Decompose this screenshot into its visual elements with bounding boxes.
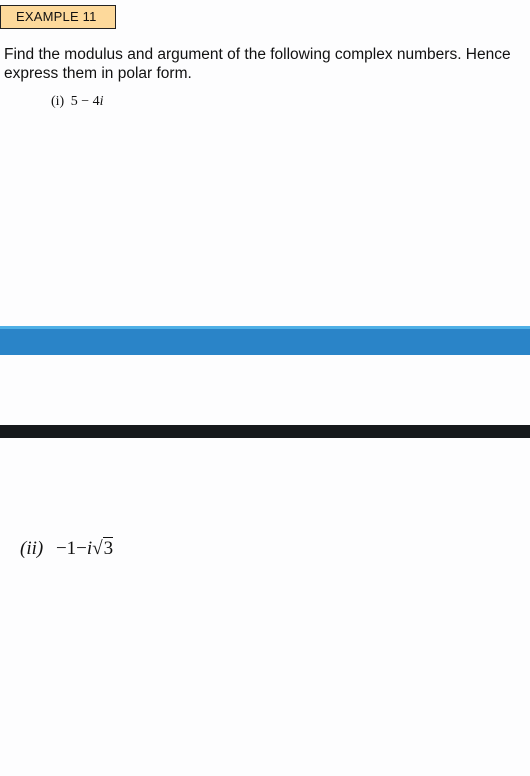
part-ii-expression: −1−i√3 — [55, 537, 114, 560]
radicand: 3 — [102, 537, 114, 559]
part-i-expression: 5 − 4i — [71, 94, 104, 109]
part-ii-real: −1− — [55, 538, 87, 559]
part-i: (i) 5 − 4i — [51, 94, 104, 110]
part-i-coefficient: 4 — [92, 94, 100, 109]
part-ii-label: (ii) — [20, 538, 44, 559]
part-i-real: 5 — [70, 94, 78, 109]
question-line-1: Find the modulus and argument of the fol… — [4, 46, 511, 63]
example-badge: EXAMPLE 11 — [0, 5, 116, 29]
part-ii-imaginary-unit: i — [86, 538, 93, 559]
square-root: √3 — [92, 537, 114, 560]
part-i-label: (i) — [51, 94, 65, 109]
question-line-2: express them in polar form. — [4, 65, 192, 82]
example-label: EXAMPLE 11 — [16, 9, 97, 24]
radical-sign: √ — [92, 538, 103, 559]
part-i-operator: − — [81, 94, 90, 109]
blue-divider-bar — [0, 326, 530, 355]
black-divider-bar — [0, 425, 530, 438]
question-text: Find the modulus and argument of the fol… — [4, 45, 530, 83]
part-i-imaginary-unit: i — [99, 94, 104, 109]
part-ii: (ii) −1−i√3 — [20, 537, 114, 560]
